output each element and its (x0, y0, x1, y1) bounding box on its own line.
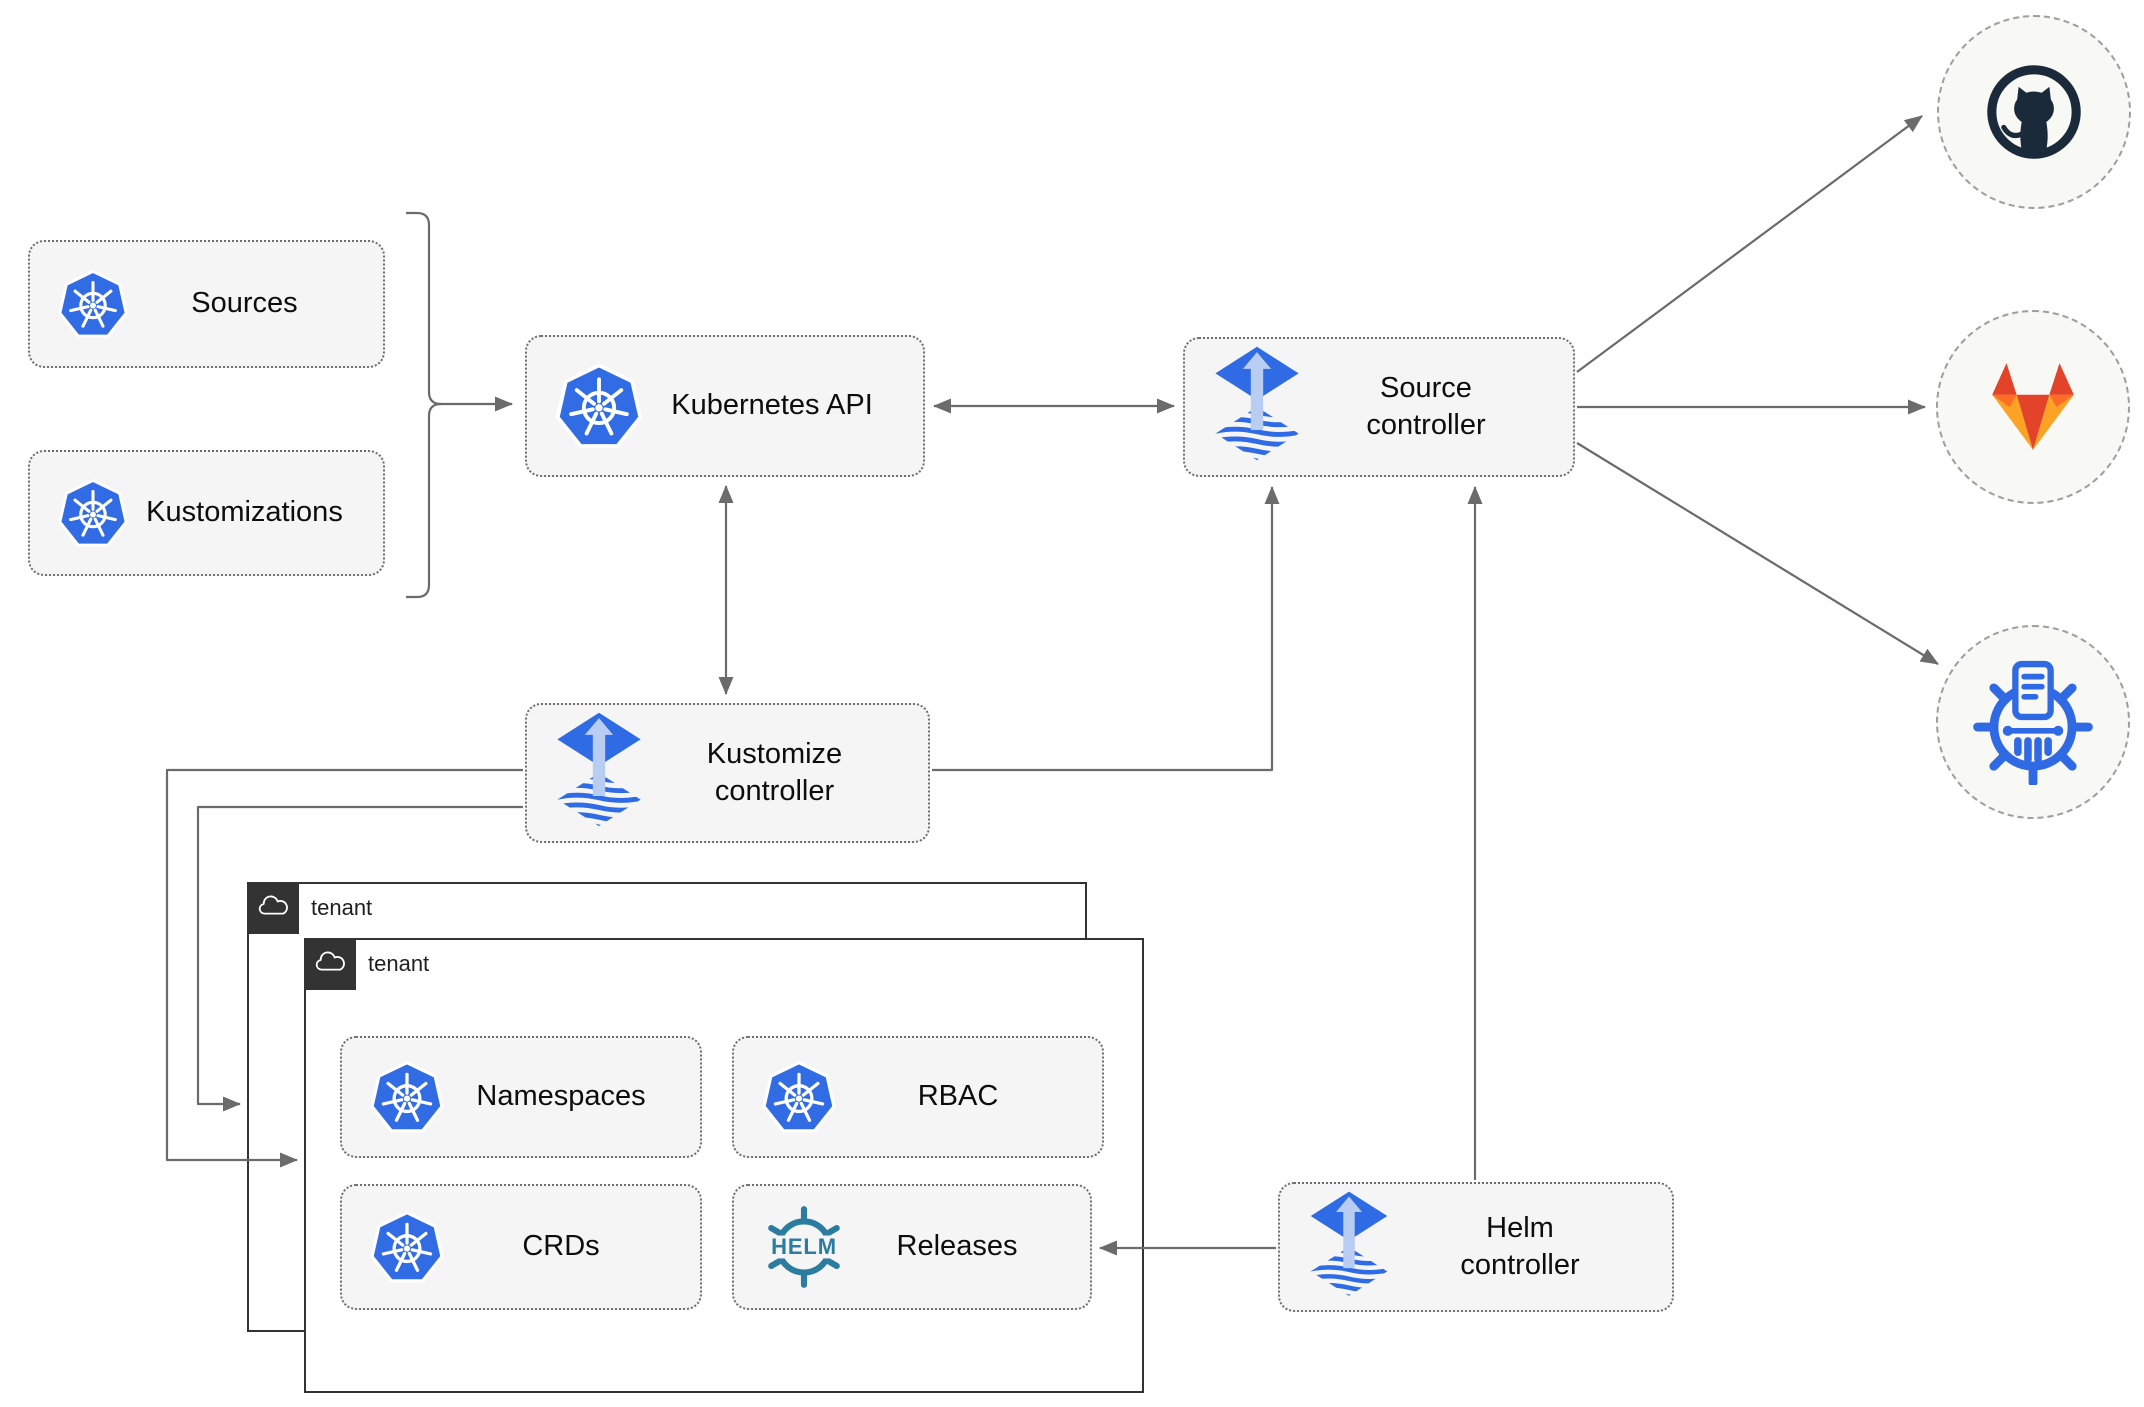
node-label: Helm controller (1460, 1211, 1580, 1281)
node-label: Releases (896, 1230, 1018, 1263)
edge-source-github (1576, 115, 1923, 373)
gitlab-node (1936, 310, 2130, 504)
node-source-controller: Source controller (1183, 337, 1575, 477)
node-label: Source controller (1366, 371, 1486, 441)
node-label: Sources (191, 287, 298, 320)
helm-wordmark: HELM (771, 1234, 837, 1259)
kubernetes-icon (56, 267, 130, 341)
node-label: RBAC (917, 1080, 999, 1113)
node-helm-controller: Helm controller (1278, 1182, 1674, 1312)
node-rbac: RBAC (732, 1036, 1104, 1158)
node-kustomize-controller: Kustomize controller (525, 703, 930, 843)
gitlab-icon (1992, 363, 2074, 450)
node-releases: HELM Releases (732, 1184, 1092, 1310)
kubernetes-icon (553, 360, 645, 452)
node-label: Namespaces (476, 1080, 646, 1113)
edge-source-chartmuseum (1576, 442, 1939, 665)
cloud-icon (315, 951, 345, 971)
chartmuseum-node (1936, 625, 2130, 819)
helm-icon: HELM (765, 1206, 843, 1288)
tenant-tag (246, 881, 299, 934)
kubernetes-icon (56, 476, 130, 550)
github-node (1937, 15, 2131, 209)
tenant-tag (303, 937, 356, 990)
node-label: CRDs (522, 1230, 600, 1263)
tenant-label: tenant (368, 950, 430, 976)
edge-bracket (406, 211, 442, 599)
kubernetes-icon (760, 1058, 838, 1136)
node-crds: CRDs (340, 1184, 702, 1310)
node-label: Kubernetes API (671, 389, 873, 422)
edge-kustomize-source (932, 486, 1280, 772)
node-kustomizations: Kustomizations (28, 450, 385, 576)
node-kubernetes-api: Kubernetes API (525, 335, 925, 477)
node-sources: Sources (28, 240, 385, 368)
tenant-box-inner: tenant (303, 937, 1144, 1393)
flux-icon (553, 711, 645, 835)
flux-icon (1211, 345, 1303, 469)
tenant-label: tenant (311, 894, 373, 920)
node-label: Kustomize controller (706, 737, 843, 807)
cloud-icon (258, 895, 288, 915)
kubernetes-icon (368, 1208, 446, 1286)
github-icon (1987, 65, 2081, 159)
kubernetes-icon (368, 1058, 446, 1136)
flux-icon (1306, 1190, 1392, 1304)
chartmuseum-icon (1973, 660, 2093, 785)
node-namespaces: Namespaces (340, 1036, 702, 1158)
node-label: Kustomizations (146, 496, 343, 529)
